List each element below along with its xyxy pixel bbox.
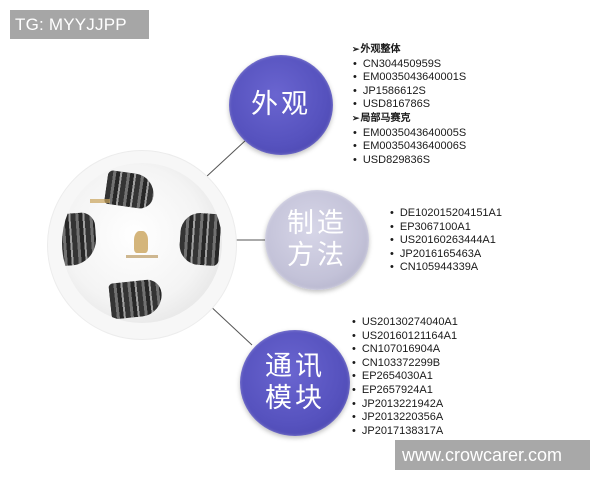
patent-item: EP3067100A1 xyxy=(389,221,502,235)
site-watermark: www.crowcarer.com xyxy=(395,440,590,470)
soccer-ball-icon xyxy=(62,163,222,323)
connector-line-communication xyxy=(206,302,253,346)
category-appearance-circle: 外观 xyxy=(229,55,333,155)
ball-panel xyxy=(178,211,222,267)
patent-item: CN103372299B xyxy=(351,357,458,371)
patent-item: USD829836S xyxy=(352,154,466,168)
ball-panel xyxy=(103,169,157,211)
patent-item: EP2657924A1 xyxy=(351,384,458,398)
telegram-tag: TG: MYYJJPP xyxy=(10,10,149,39)
patent-item: CN105944339A xyxy=(389,261,502,275)
patent-item: JP2013220356A xyxy=(351,411,458,425)
communication-patent-list: US20130274040A1 US20160121164A1 CN107016… xyxy=(351,316,458,438)
patent-item: US20160121164A1 xyxy=(351,330,458,344)
category-communication-circle: 通讯 模块 xyxy=(240,330,350,436)
manufacturing-patent-list: DE102015204151A1 EP3067100A1 US201602634… xyxy=(389,207,502,275)
patent-item: EP2654030A1 xyxy=(351,370,458,384)
arrow-bullet-icon: ➢ xyxy=(352,113,360,124)
world-cup-logo-icon xyxy=(134,231,148,253)
group-heading-mosaic: ➢局部马赛克 xyxy=(352,112,411,124)
world-cup-logo-text xyxy=(126,255,158,258)
patent-item: USD816786S xyxy=(352,98,466,112)
patent-item: US20130274040A1 xyxy=(351,316,458,330)
category-manufacturing-label: 制造 方法 xyxy=(287,207,347,271)
patent-item: EM0035043640005S xyxy=(352,127,466,141)
patent-item: JP2016165463A xyxy=(389,248,502,262)
category-manufacturing-circle: 制造 方法 xyxy=(265,190,369,290)
patent-item: US20160263444A1 xyxy=(389,234,502,248)
group-heading-overall: ➢外观整体 xyxy=(352,44,401,55)
patent-item: JP2017138317A xyxy=(351,425,458,439)
patent-item: CN107016904A xyxy=(351,343,458,357)
arrow-bullet-icon: ➢ xyxy=(352,45,360,55)
ball-panel xyxy=(62,211,98,267)
connector-line-appearance xyxy=(205,139,247,178)
patent-item: CN304450959S xyxy=(352,58,466,72)
patent-item: JP1586612S xyxy=(352,85,466,99)
patent-item: EM0035043640001S xyxy=(352,71,466,85)
patent-item: DE102015204151A1 xyxy=(389,207,502,221)
ball-panel xyxy=(108,278,164,320)
category-communication-label: 通讯 模块 xyxy=(265,350,325,414)
appearance-patent-list: ➢外观整体 CN304450959S EM0035043640001S JP15… xyxy=(352,43,466,167)
ball-brand-mark xyxy=(90,199,110,203)
patent-item: JP2013221942A xyxy=(351,398,458,412)
patent-item: EM0035043640006S xyxy=(352,140,466,154)
category-appearance-label: 外观 xyxy=(251,88,311,120)
